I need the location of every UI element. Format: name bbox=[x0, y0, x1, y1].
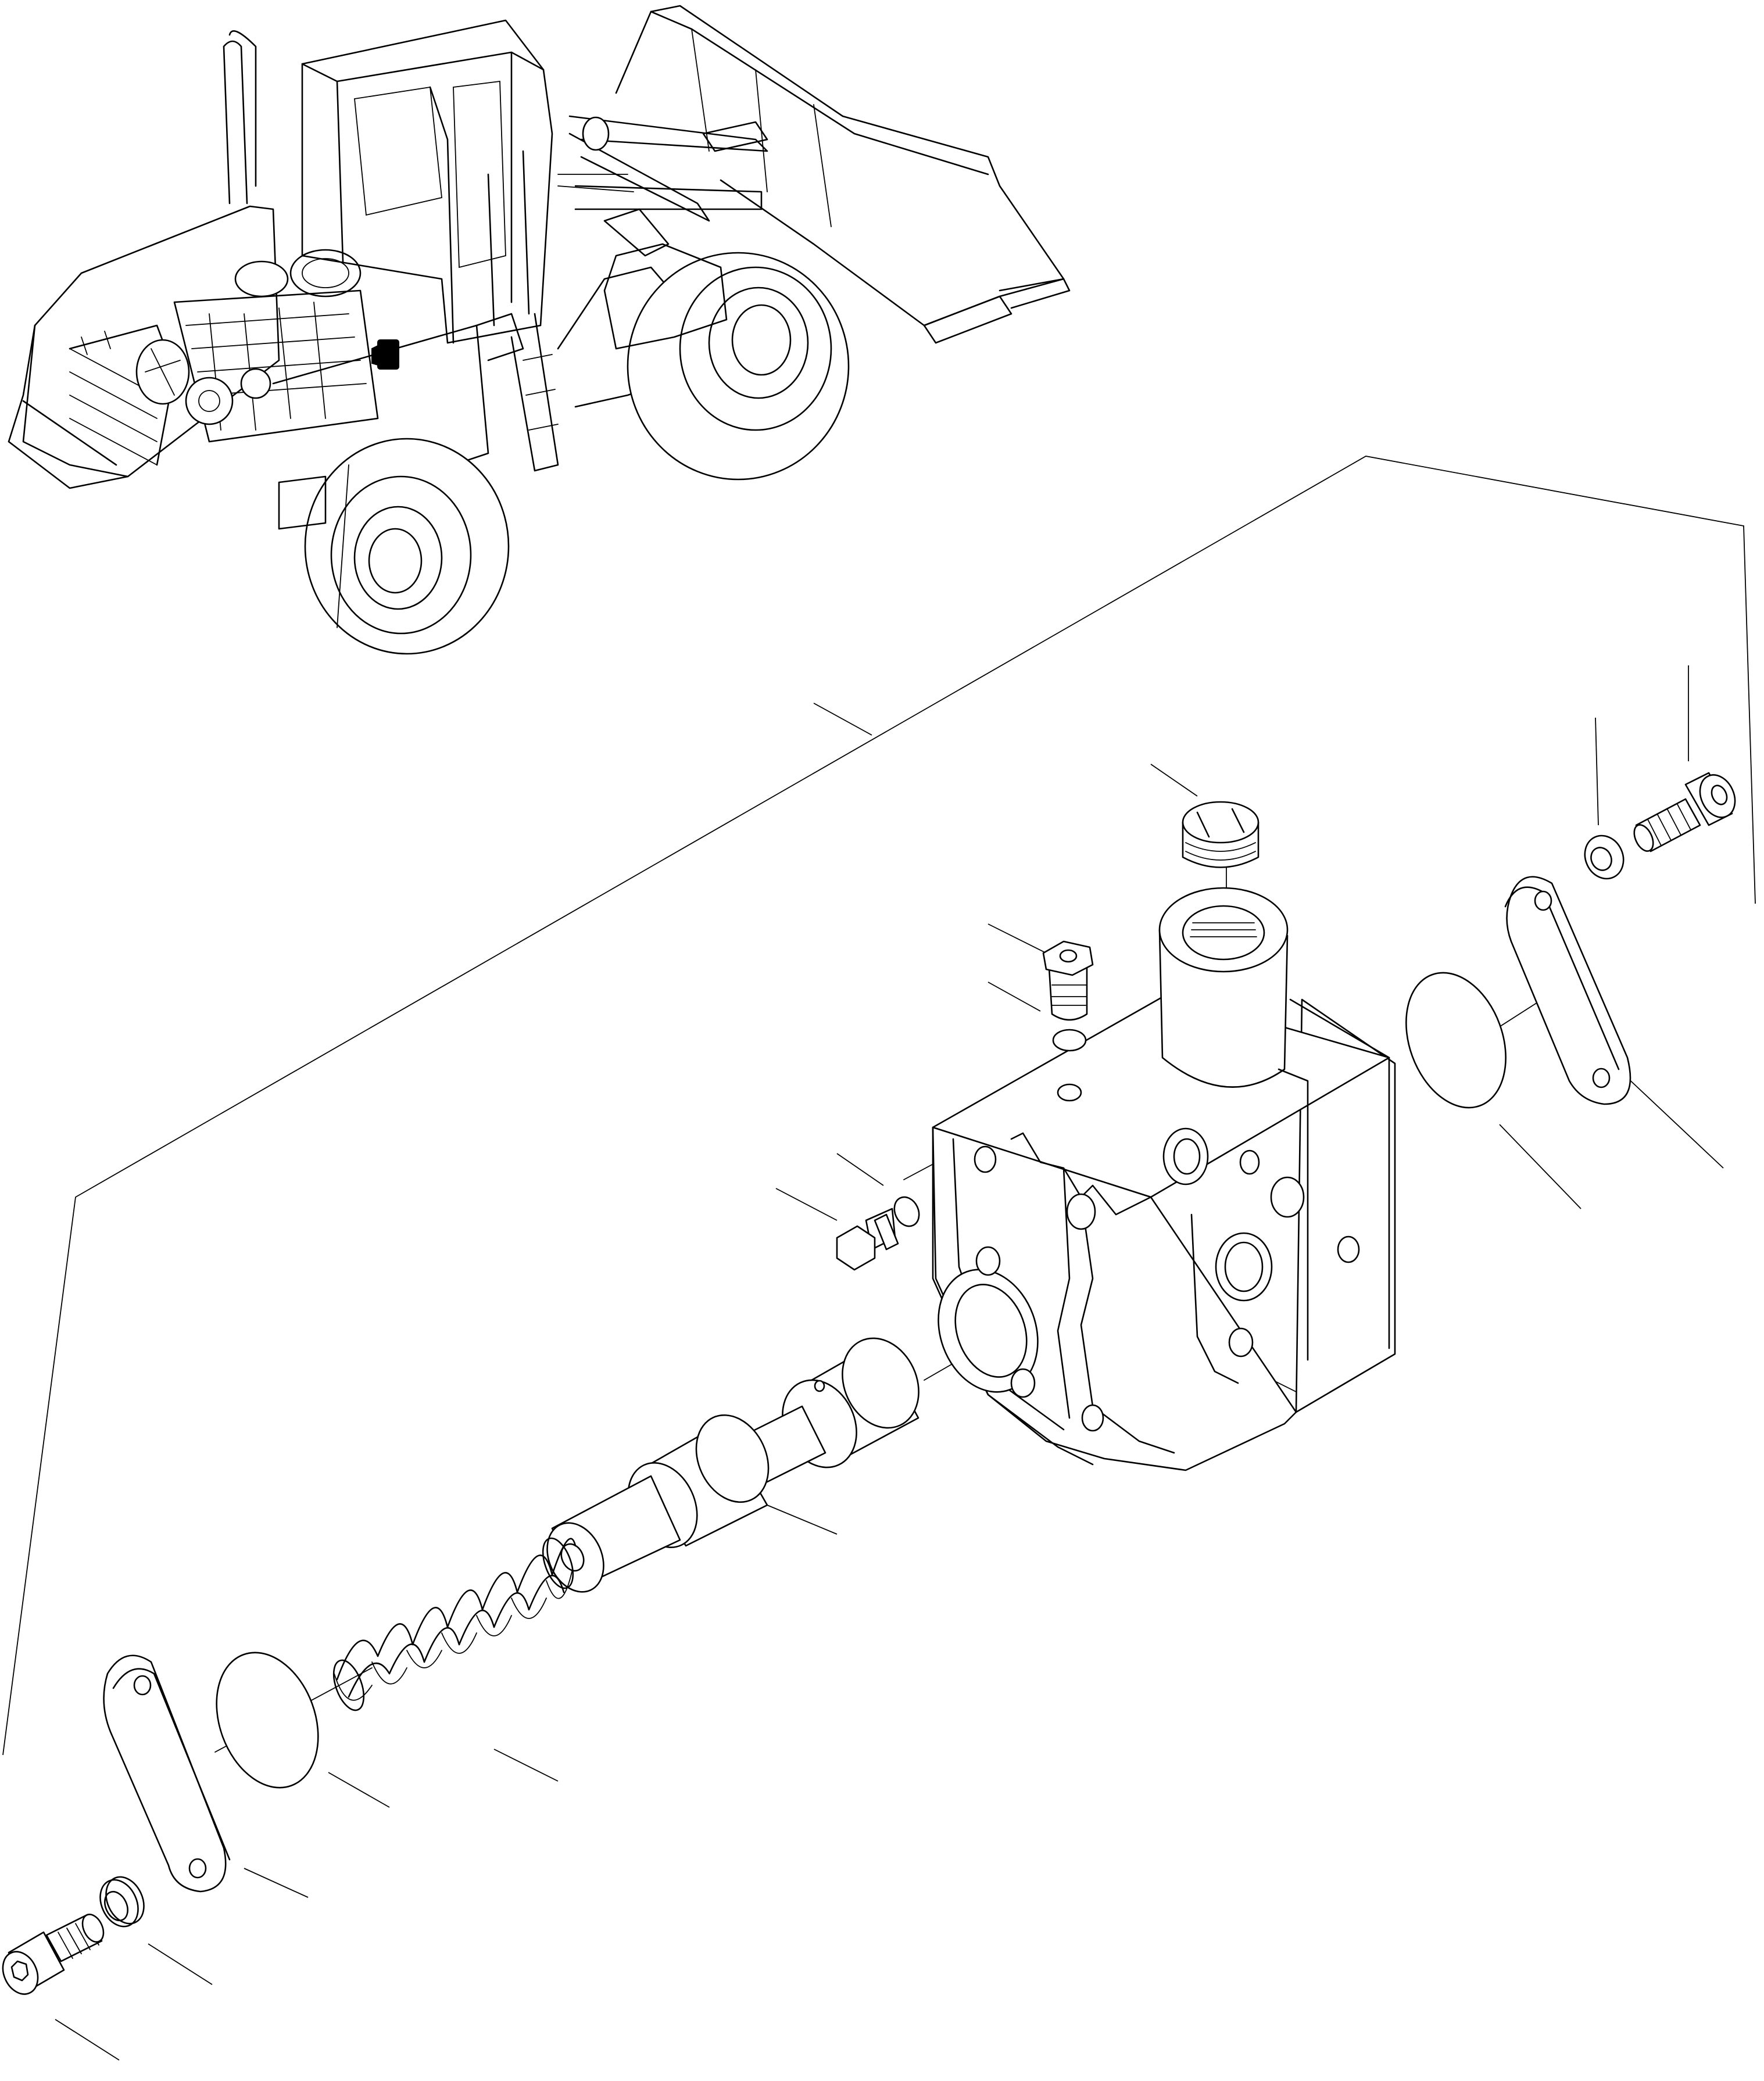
wheel-loader-icon bbox=[8, 5, 1071, 655]
coil-spring-icon bbox=[332, 1537, 577, 1711]
o-ring-icon bbox=[216, 1652, 319, 1789]
socket-bolt-icon bbox=[2, 1914, 105, 1995]
plug-icon bbox=[836, 1208, 899, 1271]
cover-plate-icon bbox=[1504, 876, 1631, 1105]
diagram-leader-lines bbox=[2, 456, 1756, 2061]
slotted-plug-icon bbox=[1182, 801, 1260, 868]
o-ring-icon bbox=[893, 1196, 920, 1227]
o-ring-icon bbox=[1405, 972, 1507, 1109]
valve-housing-icon bbox=[932, 887, 1396, 1471]
cover-plate-icon bbox=[103, 1654, 231, 1893]
o-ring-icon bbox=[1052, 1029, 1087, 1052]
washer-icon bbox=[99, 1876, 145, 1928]
socket-bolt-icon bbox=[1633, 772, 1736, 853]
spool-icon bbox=[546, 1337, 919, 1593]
plug-icon bbox=[1042, 940, 1094, 1021]
washer-icon bbox=[1584, 834, 1625, 880]
